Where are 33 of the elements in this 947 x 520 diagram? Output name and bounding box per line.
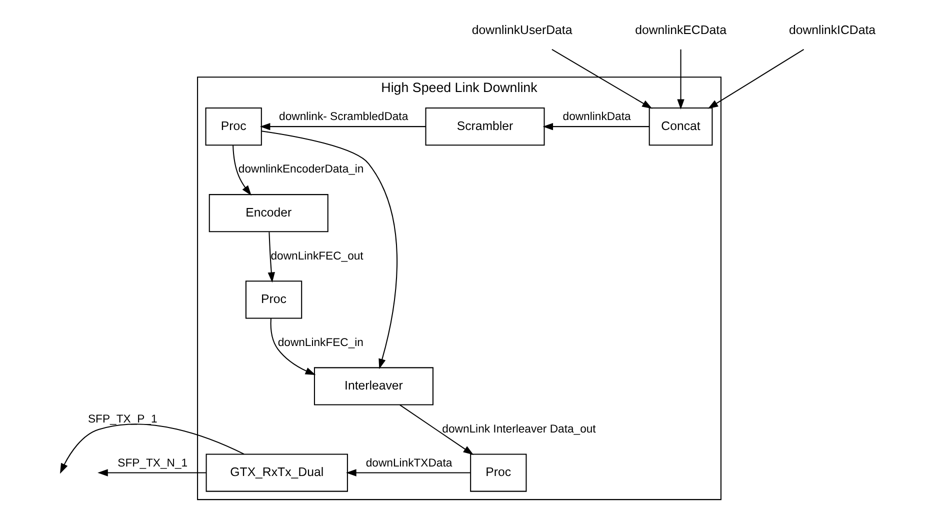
edge-label: downlink- ScrambledData [278,111,408,124]
node-box: Encoder [208,194,328,232]
node-text: downlinkECData [634,22,726,37]
arrow [261,130,397,370]
edge-label: downLinkFEC_out [270,250,363,262]
node-box: Proc [244,280,302,319]
arrow [59,424,244,474]
edge-label: downLinkTXData [365,457,452,470]
arrow [232,145,251,196]
arrow [399,404,474,455]
arrow [267,232,274,283]
arrow [97,469,206,476]
arrow [270,318,316,375]
arrow [259,122,426,130]
node-box: Proc [204,108,262,146]
node-text: downlinkUserData [471,22,572,37]
arrow [542,122,649,130]
node-box: Proc [470,454,526,492]
node-box: Scrambler [424,108,544,146]
edge-label: downLinkFEC_in [277,336,363,349]
node-text: downlinkICData [788,22,876,37]
node-box: Concat [648,108,712,146]
edge-label: downLink Interleaver Data_out [442,423,596,436]
edge-label: SFP_TX_N_1 [117,457,188,470]
node-box: GTX_RxTx_Dual [205,454,348,492]
arrow [676,49,684,110]
arrow [551,48,652,109]
arrow [707,48,804,109]
edge-label: downlinkData [562,111,630,124]
edge-label: downlinkEncoderData_in [238,164,364,176]
arrow [346,469,470,476]
edge-label: SFP_TX_P_1 [88,413,157,426]
node-box: Interleaver [313,367,433,406]
